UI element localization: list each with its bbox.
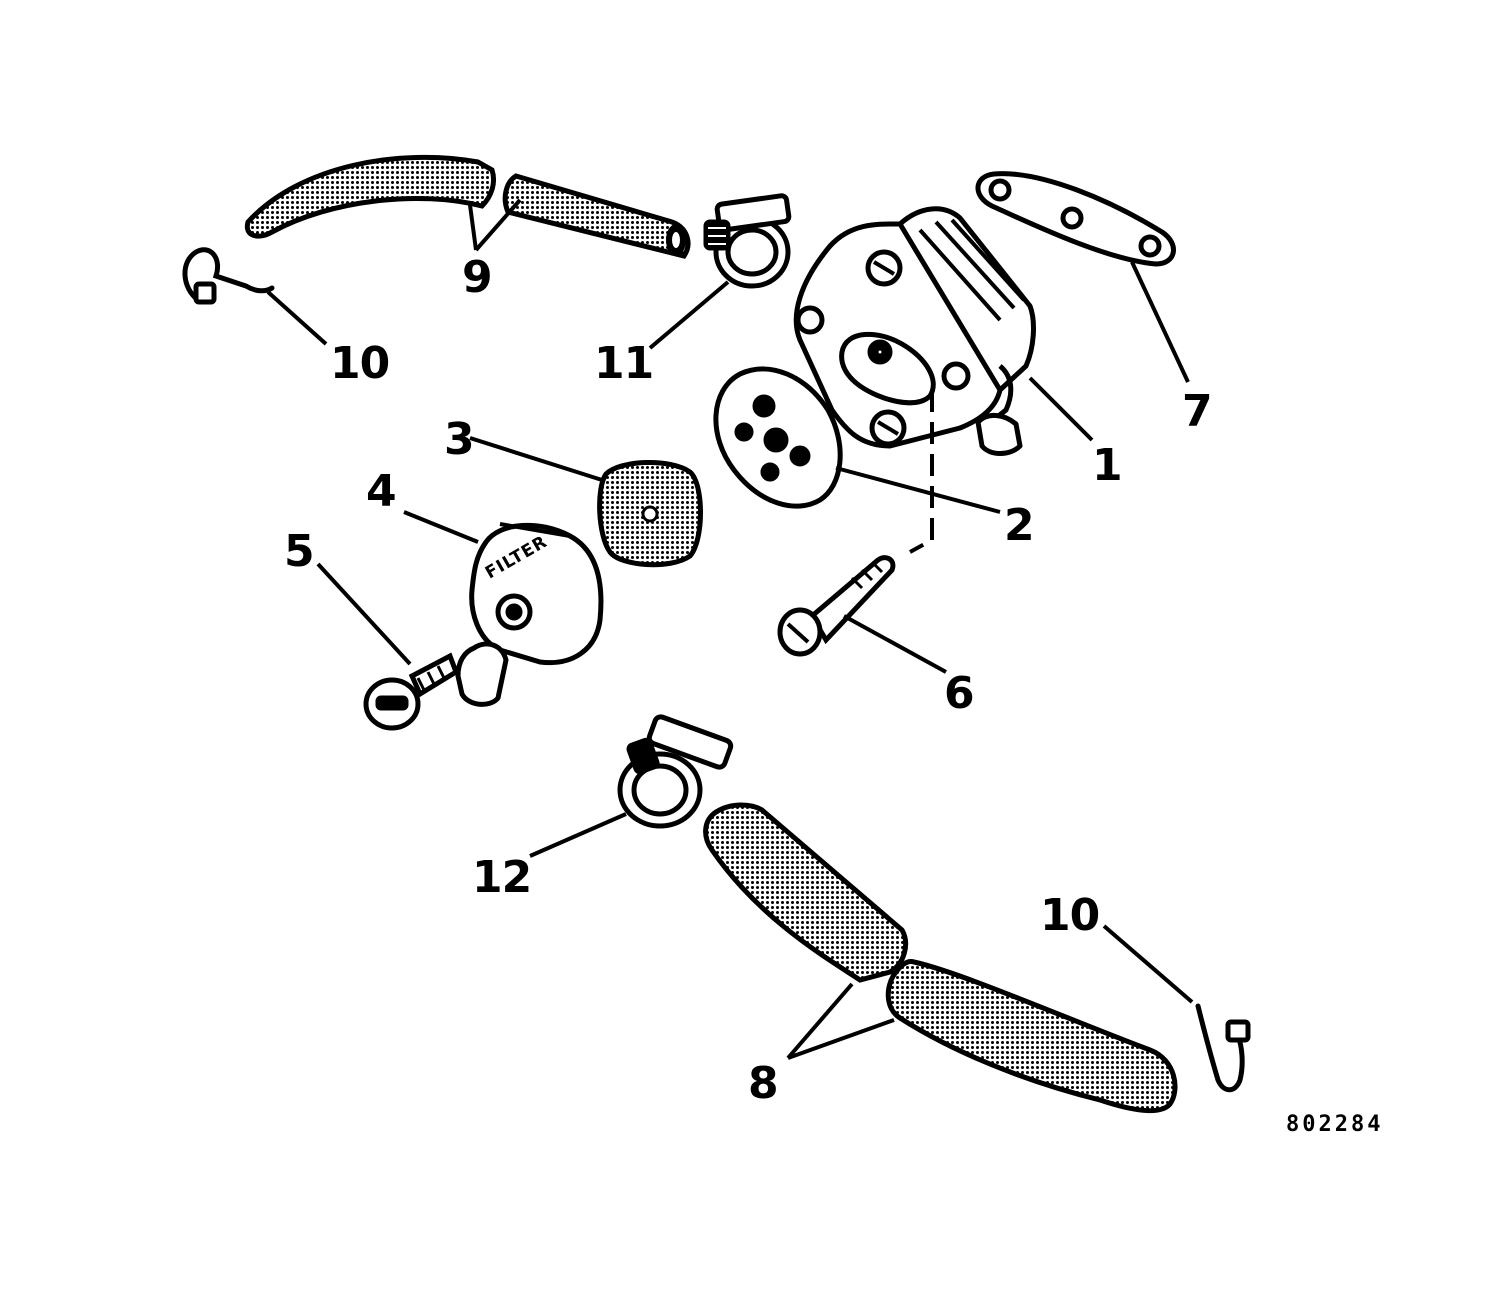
leader-1 (1028, 376, 1094, 442)
callout-11: 11 (594, 338, 654, 389)
leader-10-lower (1102, 924, 1194, 1004)
hose-clamp-lower (617, 714, 734, 829)
callout-8: 8 (748, 1058, 779, 1109)
leader-11 (648, 280, 730, 350)
leader-10-upper (266, 290, 328, 346)
callout-3: 3 (444, 414, 475, 465)
fuel-pump-body (793, 206, 1036, 456)
callout-5: 5 (284, 526, 315, 577)
callout-2: 2 (1004, 500, 1035, 551)
leader-9b (474, 198, 522, 252)
filter-screen (597, 460, 703, 568)
cover-screw (363, 652, 460, 731)
callout-10-lower: 10 (1040, 890, 1100, 941)
filter-cover (455, 522, 604, 707)
pump-diaphragm (713, 366, 843, 509)
callout-10-upper: 10 (330, 338, 390, 389)
callout-1: 1 (1092, 440, 1123, 491)
leader-4 (403, 510, 479, 544)
leader-9a (468, 204, 478, 251)
callout-6: 6 (944, 668, 975, 719)
hose-clamp-upper (703, 193, 792, 289)
wire-clip-lower (1195, 1003, 1251, 1093)
figure-number: 802284 (1286, 1112, 1384, 1137)
wire-clip-upper (182, 247, 275, 305)
leader-12 (529, 812, 627, 858)
upper-hose-curved (244, 154, 497, 239)
callout-4: 4 (366, 466, 397, 517)
leader-2 (835, 466, 1001, 514)
callout-9: 9 (462, 252, 493, 303)
leader-8a (786, 982, 854, 1060)
pump-gasket (975, 171, 1176, 267)
leader-3 (469, 436, 603, 482)
callout-12: 12 (472, 852, 532, 903)
screw-alignment-line (909, 390, 934, 554)
callout-7: 7 (1182, 386, 1213, 437)
leader-6 (843, 614, 947, 674)
lower-hose-short (703, 802, 908, 983)
pump-mounting-screw (777, 555, 896, 657)
leader-5 (316, 562, 412, 666)
leader-7 (1130, 261, 1190, 383)
leader-8b (787, 1018, 895, 1060)
upper-hose-straight (502, 173, 691, 259)
lower-hose-long (885, 959, 1178, 1114)
